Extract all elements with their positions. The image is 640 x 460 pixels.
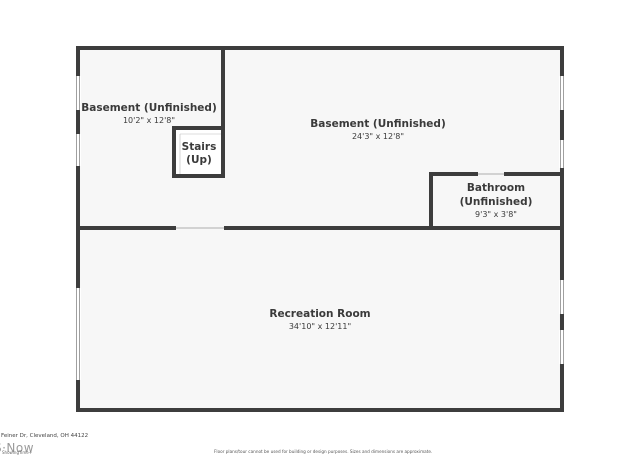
disclaimer-text: Floor plans/tour cannot be used for buil…	[214, 449, 433, 454]
bathroom-dims: 9'3" x 3'8"	[475, 210, 517, 219]
basement-left-name: Basement (Unfinished)	[81, 102, 217, 114]
window-left-2	[75, 134, 81, 166]
window-left-1	[75, 76, 81, 110]
stairs-label-line2: (Up)	[186, 154, 212, 166]
basement-right-name: Basement (Unfinished)	[310, 118, 446, 130]
bathroom-name-line2: (Unfinished)	[460, 196, 533, 208]
recreation-name: Recreation Room	[269, 308, 370, 320]
bathroom-name-line1: Bathroom	[467, 182, 525, 194]
brand-name: ShowingTime+	[2, 450, 33, 455]
stairs-label-line1: Stairs	[182, 141, 217, 153]
window-left-3	[75, 288, 81, 380]
recreation-dims: 34'10" x 12'11"	[289, 322, 351, 331]
window-right-4	[559, 330, 565, 364]
basement-left-dims: 10'2" x 12'8"	[123, 116, 175, 125]
stairs	[172, 126, 225, 178]
window-right-2	[559, 140, 565, 168]
window-right-1	[559, 76, 565, 110]
window-right-3	[559, 280, 565, 314]
basement-right-dims: 24'3" x 12'8"	[352, 132, 404, 141]
brand-logo: S·Now	[0, 441, 35, 455]
property-address: Feiner Dr, Cleveland, OH 44122	[1, 433, 89, 439]
